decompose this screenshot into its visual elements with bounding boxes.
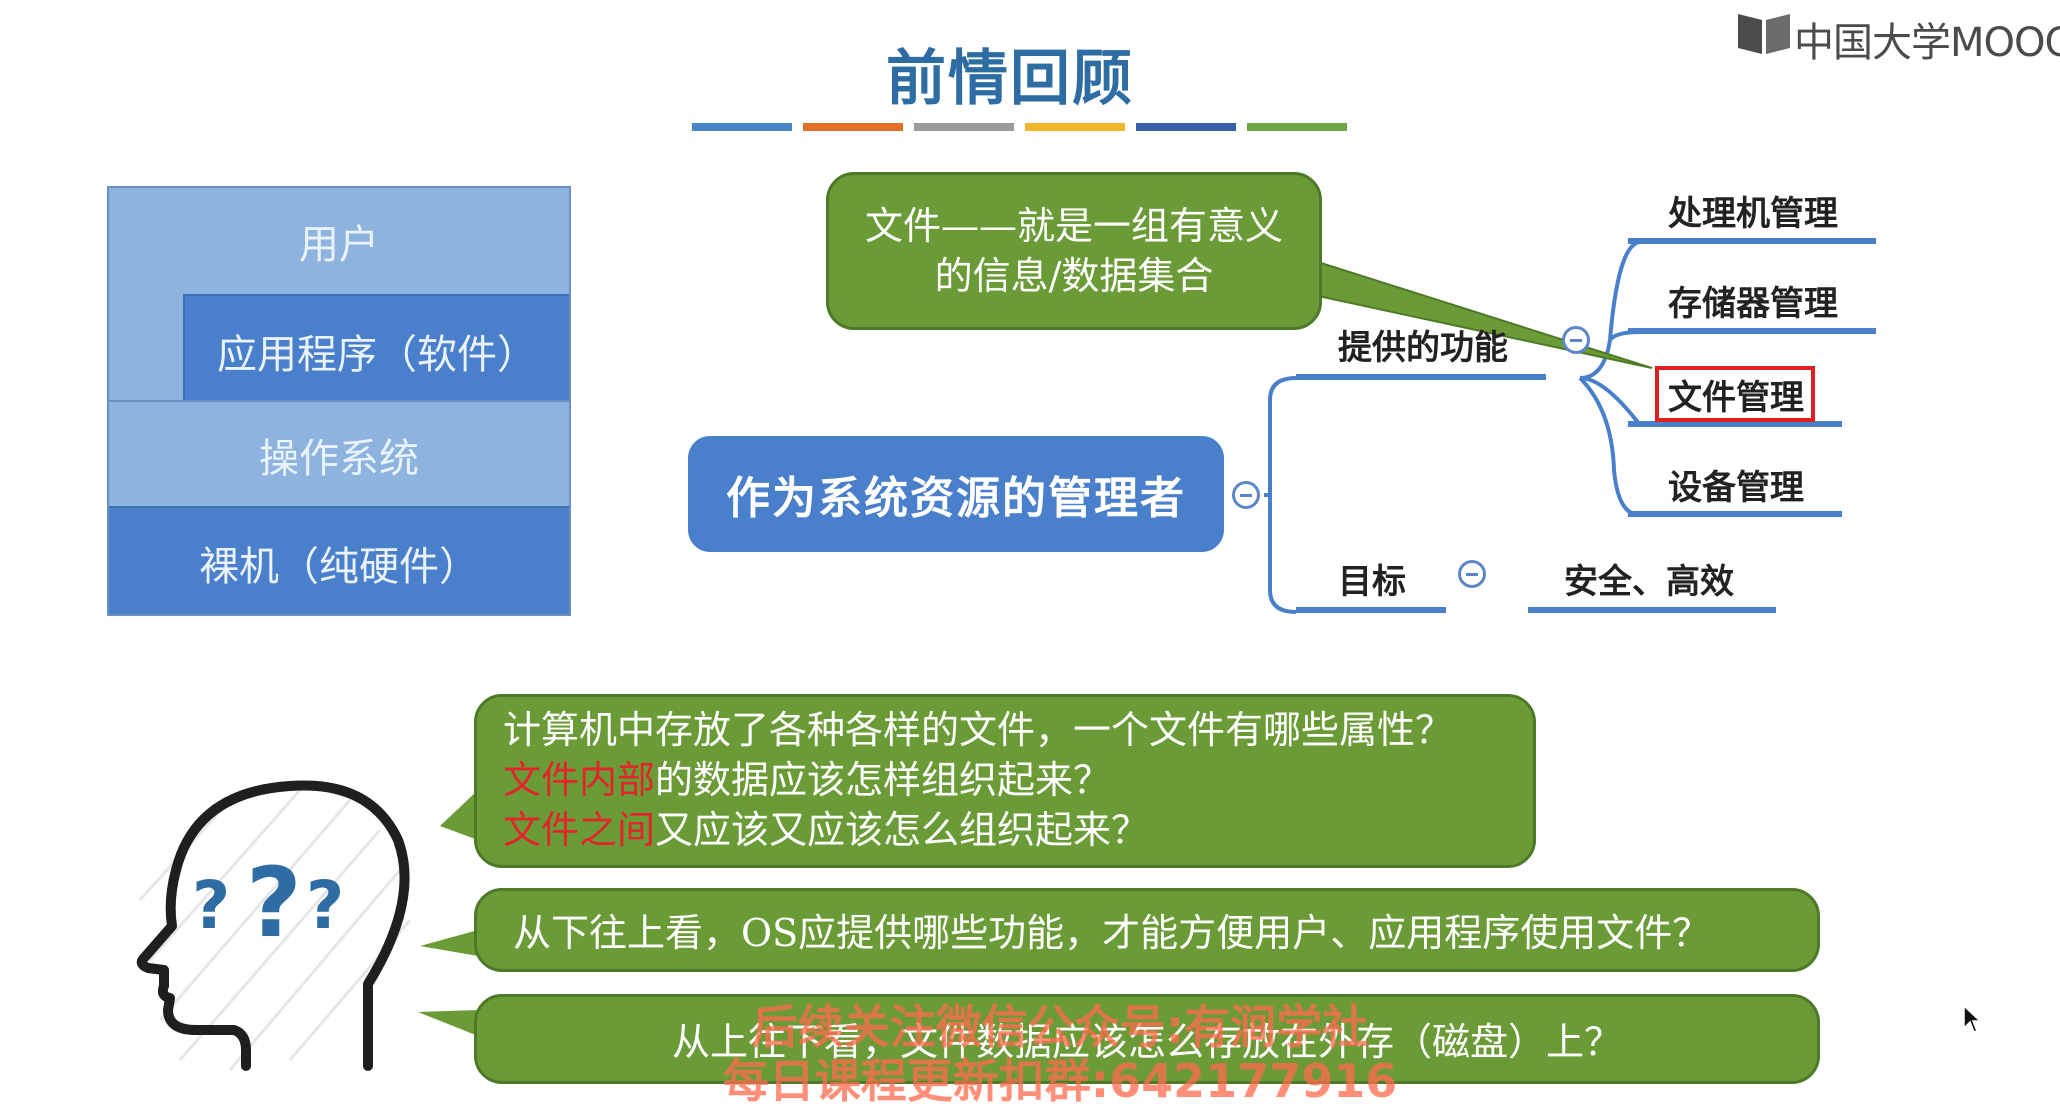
bubble-tail-q2	[420, 930, 478, 956]
question-bubble-1: 计算机中存放了各种各样的文件，一个文件有哪些属性？ 文件内部的数据应该怎样组织起…	[474, 694, 1536, 868]
q1-line-1: 计算机中存放了各种各样的文件，一个文件有哪些属性？	[503, 705, 1533, 755]
bubble-tail-q1	[440, 790, 478, 840]
bubble-tail-q3	[418, 1010, 478, 1036]
function-device-line	[1628, 511, 1842, 517]
function-device: 设备管理	[1668, 460, 1804, 509]
mouse-cursor-icon	[1962, 1004, 1982, 1034]
question-marks-icon: ? ? ?	[192, 847, 344, 959]
goal-value: 安全、高效	[1564, 554, 1734, 603]
promo-watermark: 后续关注微信公众号:有涧学社 每日课程更新扣群:642177916	[660, 1000, 1460, 1108]
collapse-functions-button[interactable]	[1562, 326, 1590, 354]
question-bubble-2: 从下往上看，OS应提供哪些功能，才能方便用户、应用程序使用文件？	[474, 888, 1820, 972]
connector-functions	[1580, 242, 1640, 515]
goal-value-line	[1528, 607, 1776, 613]
watermark-line-2: 每日课程更新扣群:642177916	[660, 1054, 1460, 1108]
svg-text:?: ?	[246, 847, 302, 959]
branch-goal-label: 目标	[1338, 554, 1406, 603]
q1-line-3: 文件之间又应该又应该怎么组织起来？	[503, 805, 1533, 855]
file-management-highlight	[1655, 366, 1815, 422]
branch-goal-line	[1296, 607, 1446, 613]
definition-line-1: 文件——就是一组有意义	[829, 201, 1319, 251]
branch-functions-line	[1296, 374, 1546, 380]
q1-line-2-text: 的数据应该怎样组织起来？	[655, 758, 1111, 802]
q1-line-3-highlight: 文件之间	[503, 808, 655, 852]
function-memory: 存储器管理	[1668, 276, 1838, 325]
svg-text:?: ?	[192, 867, 230, 944]
collapse-root-button[interactable]	[1232, 481, 1260, 509]
function-processor-line	[1628, 238, 1876, 244]
function-memory-line	[1628, 328, 1876, 334]
mindmap-root: 作为系统资源的管理者	[688, 436, 1224, 552]
q1-line-2-highlight: 文件内部	[503, 758, 655, 802]
q1-line-2: 文件内部的数据应该怎样组织起来？	[503, 755, 1533, 805]
connector-trunk	[1270, 378, 1296, 612]
file-definition-callout: 文件——就是一组有意义 的信息/数据集合	[826, 172, 1322, 330]
watermark-line-1: 后续关注微信公众号:有涧学社	[660, 1000, 1460, 1054]
q2-text: 从下往上看，OS应提供哪些功能，才能方便用户、应用程序使用文件？	[513, 911, 1710, 955]
branch-functions-label: 提供的功能	[1338, 320, 1508, 369]
definition-line-2: 的信息/数据集合	[829, 251, 1319, 301]
collapse-goal-button[interactable]	[1458, 560, 1486, 588]
q1-line-3-text: 又应该又应该怎么组织起来？	[655, 808, 1149, 852]
svg-text:?: ?	[306, 867, 344, 944]
function-processor: 处理机管理	[1668, 186, 1838, 235]
